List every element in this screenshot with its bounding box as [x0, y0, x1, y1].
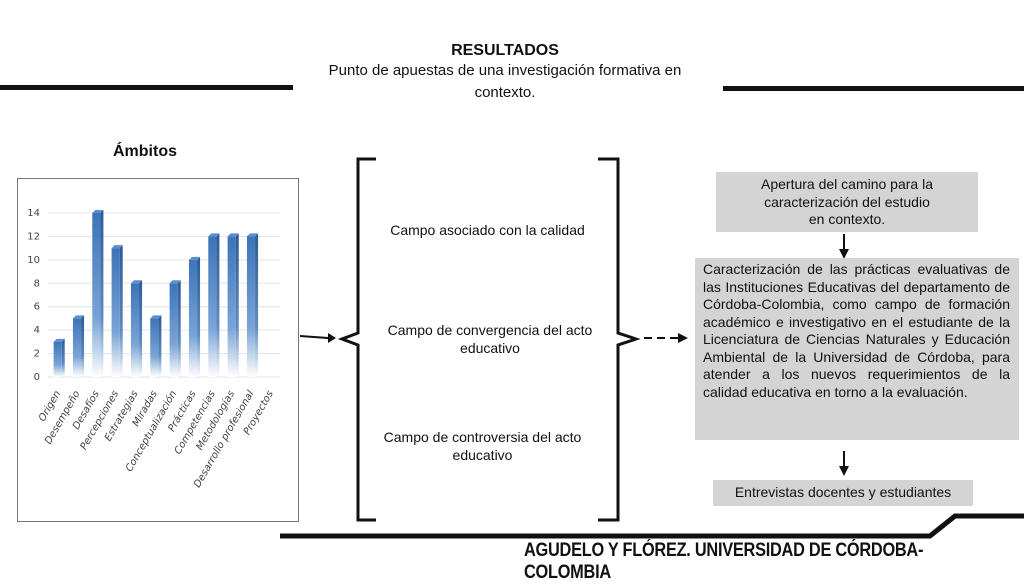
y-tick-label: 2 [34, 349, 40, 360]
right-brace [598, 157, 641, 522]
bar-top [150, 315, 162, 319]
title-resultados: RESULTADOS [451, 42, 559, 59]
campo-convergencia: Campo de convergencia del acto educativo [387, 322, 593, 356]
bar-face [208, 236, 217, 377]
bar [111, 245, 123, 377]
bar-top [72, 315, 85, 319]
y-tick-label: 10 [27, 255, 40, 266]
bar-side [119, 245, 123, 377]
apertura-box: Apertura del camino para la caracterizac… [716, 172, 978, 232]
left-brace [337, 157, 376, 522]
bottom-rule [280, 513, 1024, 539]
bar-face [150, 318, 159, 377]
bar [53, 338, 65, 377]
bar-face [227, 236, 236, 377]
arrow-chart-to-brace [299, 333, 336, 343]
bar [92, 210, 104, 377]
dashed-arrow-to-box [644, 333, 688, 343]
y-tick-label: 0 [34, 372, 40, 383]
arrow-down-1 [839, 234, 849, 259]
bar [130, 280, 143, 377]
bar-side [158, 315, 162, 377]
arrow-down-2 [839, 451, 849, 476]
bar-side [216, 233, 220, 377]
bar [169, 280, 181, 377]
bar-side [81, 315, 85, 377]
y-tick-label: 4 [34, 325, 40, 336]
bar-face [72, 318, 82, 377]
bar-side [139, 280, 143, 377]
bar-side [235, 233, 239, 377]
bar-top [208, 233, 220, 237]
bar-side [100, 210, 104, 377]
top-right-rule [723, 86, 1024, 91]
bar-face [92, 213, 101, 377]
bar-face [130, 283, 140, 377]
bar-face [246, 236, 256, 377]
y-tick-label: 6 [34, 302, 40, 313]
bar-face [169, 283, 178, 377]
bar-side [255, 233, 259, 377]
page-title: RESULTADOS Punto de apuestas de una inve… [295, 42, 715, 104]
bar [246, 233, 259, 377]
y-tick-label: 12 [27, 231, 40, 242]
bar [150, 315, 162, 377]
bar-top [92, 210, 104, 213]
campo-controversia: Campo de controversia del acto educativo [383, 429, 582, 463]
footer-credit: AGUDELO Y FLÓREZ. UNIVERSIDAD DE CÓRDOBA… [524, 540, 924, 583]
bar-side [197, 256, 201, 377]
top-left-rule [0, 85, 293, 90]
entrevistas-box: Entrevistas docentes y estudiantes [713, 480, 973, 506]
ambitos-label: Ámbitos [113, 143, 177, 160]
caracterizacion-box: Caracterización de las prácticas evaluat… [695, 258, 1019, 440]
bar-top [246, 233, 259, 237]
bar-top [227, 233, 239, 237]
subtitle-line-1: Punto de apuestas de una investigación f… [328, 62, 682, 79]
y-tick-label: 14 [27, 208, 40, 219]
bar-face [188, 259, 198, 377]
subtitle-line-2: contexto. [474, 84, 536, 101]
bar-top [53, 338, 65, 342]
bar [188, 256, 201, 377]
bar-top [111, 245, 123, 249]
bar-side [61, 338, 65, 377]
bar-top [188, 256, 201, 260]
bar [227, 233, 239, 377]
y-tick-label: 8 [34, 278, 40, 289]
bar-top [130, 280, 143, 284]
bar-face [53, 341, 62, 377]
bar [72, 315, 85, 377]
bar-side [177, 280, 181, 377]
campo-calidad: Campo asociado con la calidad [390, 222, 585, 238]
bar-face [111, 248, 120, 377]
bar [208, 233, 220, 377]
bar-top [169, 280, 181, 284]
